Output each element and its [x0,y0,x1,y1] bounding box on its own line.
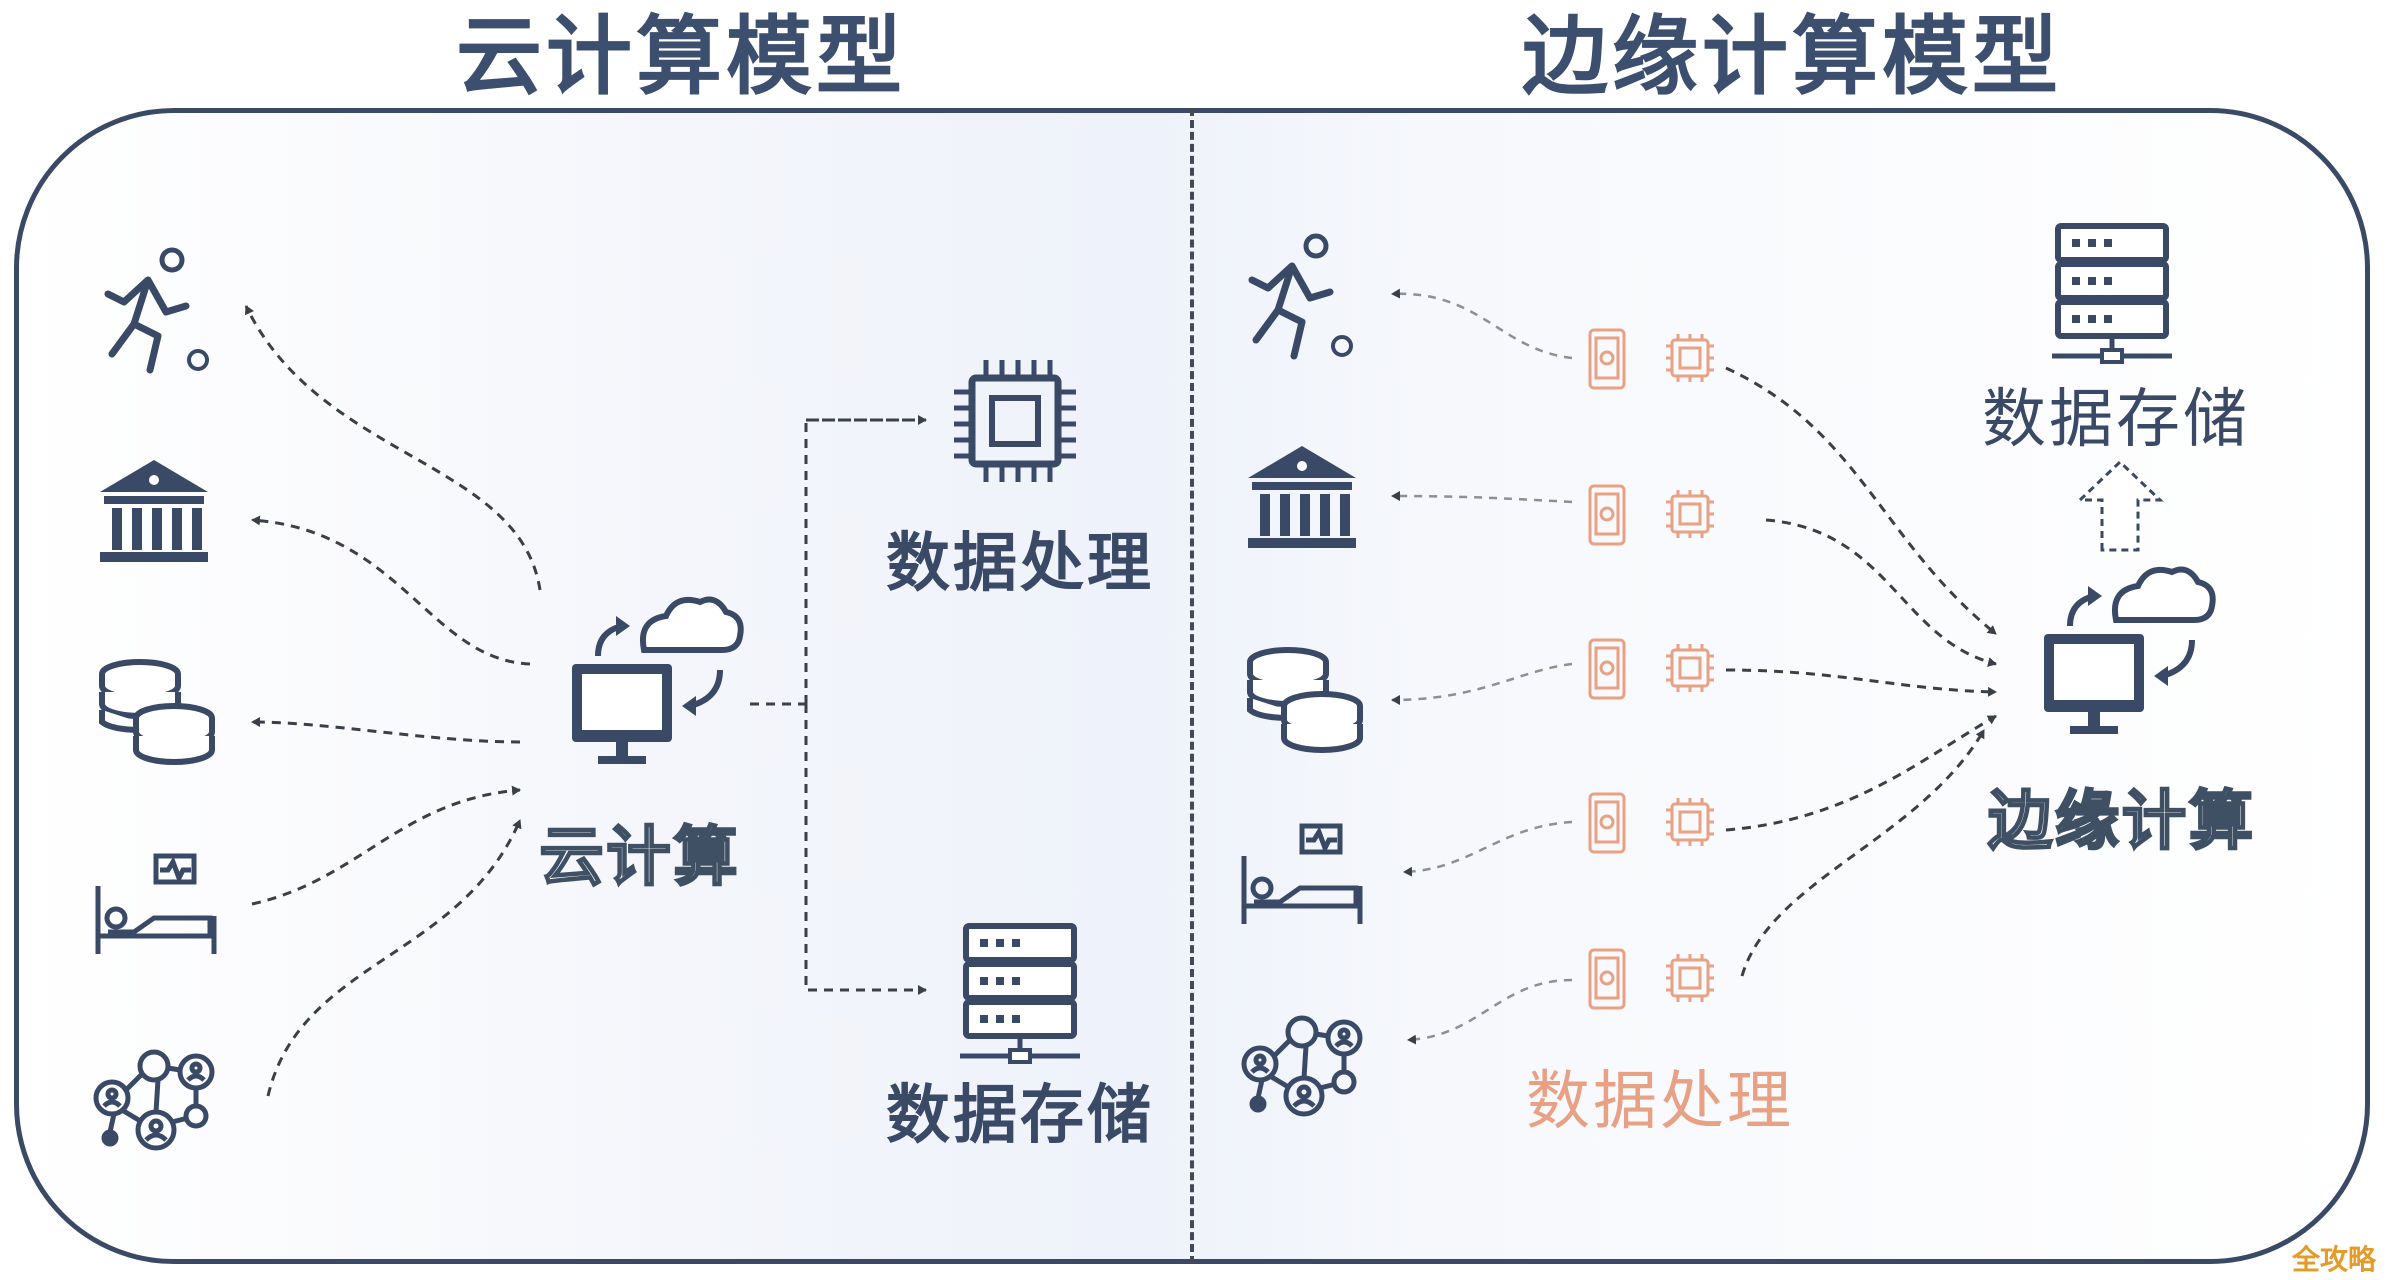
data-storage-label: 数据存储 [886,1079,1154,1153]
cloud-computing-label: 云计算 [538,820,741,897]
edge-computer-icon [2044,570,2213,734]
running-person-icon [108,250,207,370]
data-processing-label: 数据处理 [886,527,1154,601]
social-network-icon [1244,1018,1360,1114]
edge-computing-label: 边缘计算 [1987,784,2256,861]
edge-node-phone-chip [1588,328,1716,390]
bank-icon [1248,446,1356,548]
social-network-icon [96,1052,212,1148]
watermark: 全攻略 [2291,1243,2376,1276]
edge-node-phone-chip [1588,484,1716,546]
edge-model-title: 边缘计算模型 [1522,7,2062,107]
coins-icon [102,662,212,762]
edge-node-phone-chip [1588,792,1716,854]
upload-arrow-icon [2076,459,2164,552]
bank-icon [100,460,208,562]
cloud-computer-icon [572,600,741,764]
edge-node-phone-chip [1588,638,1716,700]
server-icon [2052,226,2172,362]
coins-icon [1250,650,1360,750]
running-person-icon [1252,236,1351,356]
server-icon [960,926,1080,1062]
edge-data-processing-label: 数据处理 [1526,1065,1794,1139]
cpu-chip-icon [954,360,1076,482]
hospital-bed-icon [1244,826,1360,924]
hospital-bed-icon [98,856,214,954]
edge-data-storage-label: 数据存储 [1982,383,2250,457]
model-divider [1190,108,1194,1264]
cloud-model-title: 云计算模型 [456,7,906,107]
edge-node-phone-chip [1588,948,1716,1010]
